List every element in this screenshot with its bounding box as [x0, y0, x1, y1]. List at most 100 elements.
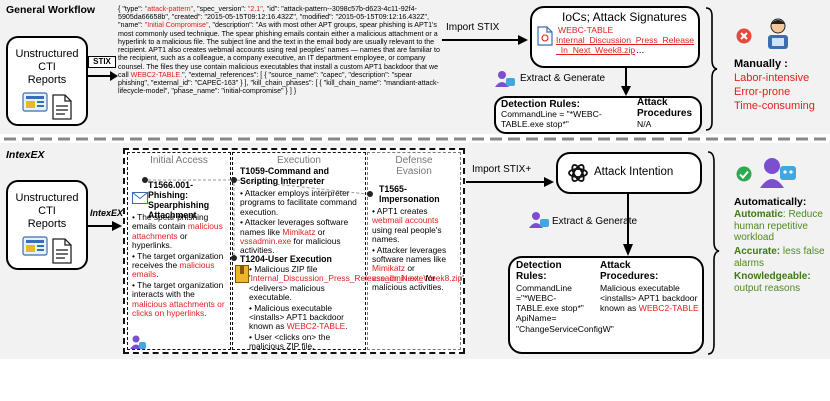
bottom-arrow-label: IntexEX [90, 208, 124, 218]
top-procedures-body: N/A [637, 119, 652, 129]
t1204-bullet-text: Malicious ZIP file ' [249, 264, 318, 284]
ioc-dots: ... [636, 45, 645, 56]
json-segment: "Initial Compromise" [144, 21, 209, 30]
bottom-procedures-body: Malicious executable <installs> APT1 bac… [600, 283, 700, 313]
ioc-file-1: WEBC-TABLE [558, 25, 614, 35]
manual-item-2: Error-prone [734, 86, 791, 98]
t1566-bullet-text: . [156, 269, 159, 280]
intexex-title: IntexEX [6, 149, 45, 161]
t1566-bullets: • The spear phishing emails contain mali… [132, 212, 229, 319]
bottom-right-brace [707, 151, 720, 355]
json-segment: "As with most other APT groups, spear ph… [118, 21, 440, 79]
t1059-bullet-text: or [315, 226, 326, 237]
bottom-cti-label-3: Reports [27, 218, 67, 230]
bottom-cti-source-box [6, 180, 88, 270]
top-cti-source-box [6, 36, 88, 126]
t1566-bullet-text: The target organization interacts with t… [132, 279, 224, 300]
auto-item-2: Accurate: less false alarms [734, 246, 828, 269]
ioc-file-3: _In_Next_Week8.zip [556, 45, 636, 55]
stix-badge-label: STIX [93, 57, 111, 66]
auto-item-1: Automatic: Reduce human repetitive workl… [734, 209, 828, 244]
t1565-bullet-text: for malicious activities. [372, 272, 444, 293]
iocs-box [530, 6, 700, 68]
t1059-bullet: • Attacker employs interpreter programs … [240, 188, 364, 217]
iocs-title: IoCs; Attack Signatures [562, 10, 687, 24]
t1566-bullet-text: The target organization receives the [132, 250, 224, 271]
bottom-extract-label: Extract & Generate [552, 216, 638, 227]
auto-item-2-head: Accurate: [734, 246, 781, 257]
graph-connectors [142, 177, 373, 261]
t1204-bullet: • User <clicks on> the malicious ZIP fil… [249, 331, 364, 352]
auto-item-1-rest: : Reduce human repetitive workload [734, 209, 823, 243]
json-segment: , "spec_version": [193, 5, 248, 13]
bullet-dot: • [249, 331, 255, 342]
t1204-bullet-text: Malicious executable <installs> APT1 bac… [249, 302, 344, 332]
top-import-arrow [442, 35, 528, 45]
attack-intention-box [556, 152, 702, 194]
t1059-bullet-text: vssadmin.exe [240, 236, 292, 247]
analyst-icon [768, 18, 788, 49]
robot-agent-icon [760, 158, 796, 188]
top-rules-title: Detection Rules: [501, 99, 580, 110]
bottom-arrow-to-graph [88, 221, 122, 231]
top-cti-label-1: Unstructured [15, 48, 79, 60]
json-segment: "2.1" [247, 5, 263, 13]
t1565-title: T1565-Impersonation [379, 184, 440, 204]
top-right-brace [705, 7, 718, 131]
bottom-import-arrow [466, 177, 554, 187]
json-segment: ", "external_references": [ { "source_na… [118, 70, 439, 96]
t1566-bullet: • The target organization receives the m… [132, 250, 229, 280]
t1204-bullet-text: . [345, 321, 348, 332]
t1059-bullet-text: for malicious activities. [240, 236, 341, 256]
t1204-bullet-text: WEBC2-TABLE [286, 321, 346, 332]
ioc-file-icon [537, 26, 553, 46]
auto-item-3-rest: output reasons [734, 282, 801, 294]
bottom-rules-body: CommandLine ="*WEBC-TABLE.exe stop*" Api… [516, 283, 614, 334]
top-cti-label-3: Reports [27, 74, 67, 86]
json-segment: "attack-pattern" [144, 5, 194, 13]
bullet-dot: • [132, 250, 138, 261]
col-defense-evasion [367, 152, 461, 350]
initial-llm-icon [130, 335, 146, 349]
t1059-title: T1059-Command and Scripting Interpreter [240, 166, 329, 186]
t1566-bullet: • The spear phishing emails contain mali… [132, 212, 229, 251]
t1565-bullet: • Attacker leverages software names like… [372, 244, 460, 293]
col-initial-title: Initial Access [150, 155, 208, 166]
t1565-bullet-text: APT1 creates [376, 206, 428, 216]
t1566-bullet: • The target organization interacts with… [132, 279, 229, 319]
t1204-bullets: • Malicious ZIP file 'Internal_Discussio… [249, 264, 464, 353]
col-execution [232, 152, 366, 350]
bullet-dot: • [372, 244, 377, 255]
openai-logo-icon [568, 164, 588, 182]
json-segment: , "id": "attack-pattern--3098c57b-d623-4… [118, 5, 429, 30]
bullet-dot: • [132, 212, 138, 222]
t1059-bullets: • Attacker employs interpreter programs … [240, 188, 364, 257]
manual-title: Manually : [734, 58, 788, 70]
t1566-bullet-text: malicious attachments or clicks on hyper… [132, 298, 225, 319]
auto-item-2-rest: less false alarms [734, 246, 825, 269]
attack-intention-label: Attack Intention [594, 166, 674, 178]
bottom-report-icon [22, 236, 72, 264]
t1566-bullet-text: or hyperlinks. [132, 230, 188, 251]
top-procedures-title-2: Procedures [637, 108, 693, 119]
auto-title: Automatically: [734, 196, 807, 208]
auto-item-1-head: Automatic [734, 209, 783, 220]
bottom-rules-title-2: Rules: [516, 271, 547, 282]
col-initial-access [127, 152, 231, 350]
bottom-rules-title-1: Detection [516, 260, 562, 271]
t1565-bullet: • APT1 creates webmail accounts using re… [372, 206, 460, 245]
json-segment: WEBC2-TABLE. [130, 70, 183, 79]
top-rules-body: CommandLine = "*WEBC-TABLE.exe stop*" [501, 109, 602, 129]
top-import-label: Import STIX [446, 22, 500, 33]
top-rules-box [494, 96, 702, 134]
t1566-title: T1566.001-Phishing: Spearphishing Attach… [148, 180, 210, 220]
manual-item-1: Labor-intensive [734, 72, 810, 84]
t1565-bullet-text: Mimikatz [372, 263, 406, 274]
t1565-bullet-text: Attacker leverages software names like [372, 244, 447, 265]
t1566-bullet-text: malicious emails [132, 260, 215, 280]
bullet-dot: • [249, 302, 255, 313]
general-workflow-title: General Workflow [6, 4, 96, 16]
top-report-icon [22, 92, 72, 120]
auto-item-3-head: Knowledgeable: [734, 271, 811, 282]
bottom-procedures-title-2: Procedures: [600, 271, 659, 282]
